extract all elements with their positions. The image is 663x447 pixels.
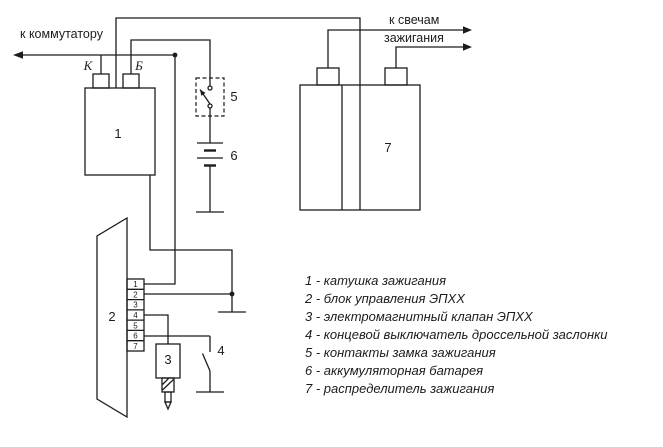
pin-label: 2	[133, 290, 138, 299]
connector-separators	[127, 288, 144, 342]
block2-connector	[126, 278, 145, 352]
epxx-control-block: 2 1 2 3 4 5 6 7	[96, 216, 145, 419]
legend-item: 3 - электромагнитный клапан ЭПХХ	[305, 309, 534, 324]
switch5-lower-contact	[207, 103, 213, 109]
pin-label: 1	[133, 280, 138, 289]
wire-spark1	[327, 29, 463, 68]
battery-number: 6	[230, 148, 237, 163]
distributor-number: 7	[384, 140, 391, 155]
wire-b-to-switch	[130, 39, 211, 86]
to-plugs-label-line1: к свечам	[389, 13, 439, 27]
legend-item: 4 - концевой выключатель дроссельной зас…	[305, 327, 607, 342]
pin-label: 7	[133, 342, 138, 351]
wires	[100, 17, 472, 344]
switch5-upper-contact	[207, 85, 213, 91]
valve-stem	[164, 391, 172, 403]
pin-label: 4	[133, 311, 138, 320]
distributor-terminal	[316, 67, 340, 86]
coil-body	[84, 87, 156, 176]
block2-number: 2	[108, 309, 115, 324]
valve-number: 3	[164, 352, 171, 367]
terminal-b-label: Б	[134, 58, 143, 73]
coil-terminal-b	[122, 73, 140, 89]
battery: 6	[197, 142, 238, 167]
legend-item: 6 - аккумуляторная батарея	[305, 363, 483, 378]
legend: 1 - катушка зажигания 2 - блок управлени…	[304, 273, 607, 396]
wire-signal-to-block	[144, 55, 176, 285]
wire-spark2	[395, 46, 463, 68]
wire-high-voltage	[115, 17, 361, 88]
ignition-coil: 1 К Б	[83, 58, 156, 176]
to-commutator-label: к коммутатору	[20, 27, 104, 41]
legend-item: 7 - распределитель зажигания	[305, 381, 494, 396]
left-arrowhead-icon	[13, 51, 23, 59]
distributor: 7 к свечам зажигания	[299, 13, 444, 211]
terminal-k-label: К	[83, 58, 94, 73]
to-plugs-label-line2: зажигания	[384, 31, 444, 45]
right-arrowhead-icon	[463, 43, 472, 51]
coil-terminal-k	[92, 73, 110, 89]
coil-number: 1	[114, 126, 121, 141]
valve-hatch	[162, 378, 174, 391]
legend-item: 5 - контакты замка зажигания	[305, 345, 496, 360]
pin-label: 6	[133, 332, 138, 341]
switch4-blade	[201, 353, 211, 372]
switch5-arrowhead-icon	[200, 89, 206, 96]
legend-item: 2 - блок управления ЭПХХ	[304, 291, 466, 306]
wire-block-ground-run	[149, 175, 233, 312]
distributor-terminal	[384, 67, 408, 86]
switch5-number: 5	[230, 89, 237, 104]
junction-dot	[229, 291, 235, 297]
throttle-limit-switch: 4	[196, 336, 225, 393]
commutator-lead: к коммутатору	[13, 27, 178, 59]
valve-tip	[164, 401, 172, 411]
pin-label: 3	[133, 301, 138, 310]
switch4-number: 4	[217, 343, 224, 358]
legend-item: 1 - катушка зажигания	[305, 273, 446, 288]
pin-label: 5	[133, 321, 138, 330]
solenoid-valve: 3	[155, 343, 181, 411]
right-arrowhead-icon	[463, 26, 472, 34]
ignition-switch-contacts: 5	[195, 77, 238, 117]
wire-pin4-to-valve	[144, 314, 169, 344]
switch5-dashed-box	[195, 77, 225, 117]
